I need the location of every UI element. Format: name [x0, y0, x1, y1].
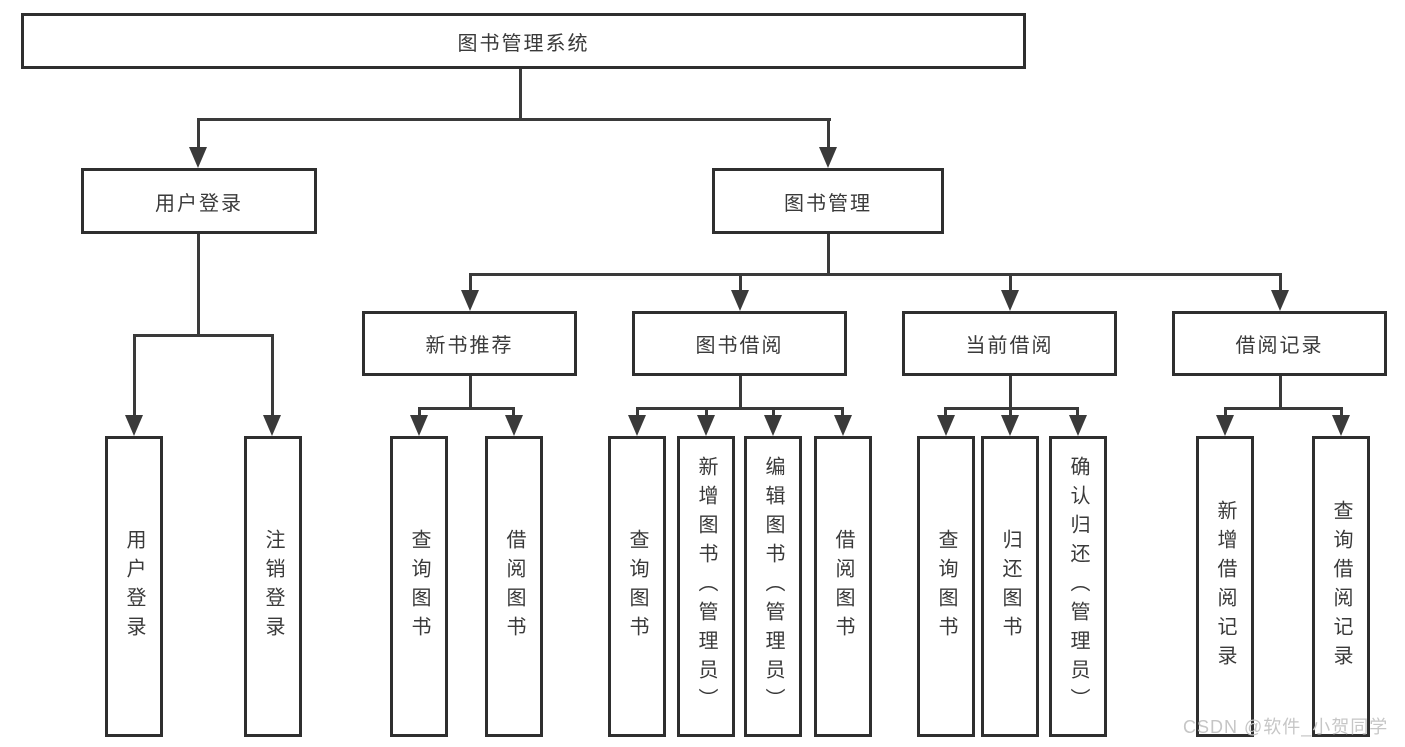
leaf-borrow-borrow-books-label: 借阅图书: [832, 528, 854, 645]
arrow-down-icon: [189, 147, 207, 168]
node-borrow-records-label: 借阅记录: [1235, 335, 1324, 357]
connector-section-horizontal: [1224, 407, 1342, 410]
node-root: 图书管理系统: [21, 13, 1026, 69]
connector-section-vertical: [1009, 376, 1012, 407]
leaf-user-login-label: 用户登录: [123, 528, 145, 645]
connector-level2-horizontal: [197, 118, 831, 121]
leaf-records-query-borrow-record: 查询借阅记录: [1312, 436, 1370, 737]
leaf-current-query-books: 查询图书: [917, 436, 975, 737]
node-borrow-records: 借阅记录: [1172, 311, 1387, 376]
leaf-records-add-borrow-record: 新增借阅记录: [1196, 436, 1254, 737]
node-user-login-label: 用户登录: [155, 192, 243, 215]
leaf-user-login: 用户登录: [105, 436, 163, 737]
leaf-newbook-borrow-books-label: 借阅图书: [503, 528, 525, 645]
connector-section-horizontal: [636, 407, 844, 410]
node-new-book-recommend-label: 新书推荐: [425, 335, 514, 357]
node-book-borrow: 图书借阅: [632, 311, 847, 376]
connector-stem-leaf: [418, 407, 421, 417]
arrow-down-icon: [263, 415, 281, 436]
arrow-down-icon: [1001, 415, 1019, 436]
connector-stem-leaf: [1076, 407, 1079, 417]
leaf-newbook-query-books-label: 查询图书: [408, 528, 430, 645]
connector-stem-section: [1009, 273, 1012, 292]
arrow-down-icon: [731, 290, 749, 311]
connector-stem-leaf: [133, 334, 136, 416]
arrow-down-icon: [628, 415, 646, 436]
connector-login-vertical: [197, 234, 200, 334]
leaf-borrow-edit-books-admin: 编辑图书（管理员）: [744, 436, 802, 737]
connector-stem-login: [197, 118, 200, 148]
csdn-watermark: CSDN @软件_小贺同学: [1183, 717, 1389, 737]
arrow-down-icon: [764, 415, 782, 436]
connector-stem-leaf: [944, 407, 947, 417]
leaf-borrow-edit-books-admin-label: 编辑图书（管理员）: [762, 456, 784, 717]
arrow-down-icon: [125, 415, 143, 436]
connector-section-horizontal: [418, 407, 515, 410]
arrow-down-icon: [461, 290, 479, 311]
connector-stem-management: [827, 118, 830, 148]
leaf-borrow-add-books-admin: 新增图书（管理员）: [677, 436, 735, 737]
connector-stem-leaf: [512, 407, 515, 417]
connector-stem-leaf: [271, 334, 274, 416]
connector-section-vertical: [469, 376, 472, 407]
connector-management-vertical: [827, 234, 830, 273]
arrow-down-icon: [505, 415, 523, 436]
connector-stem-section: [1279, 273, 1282, 292]
leaf-logout-label: 注销登录: [262, 528, 284, 645]
arrow-down-icon: [1216, 415, 1234, 436]
leaf-current-confirm-return-admin-label: 确认归还（管理员）: [1067, 456, 1089, 717]
connector-stem-leaf: [1009, 407, 1012, 417]
arrow-down-icon: [819, 147, 837, 168]
leaf-current-query-books-label: 查询图书: [935, 528, 957, 645]
connector-stem-leaf: [841, 407, 844, 417]
connector-stem-section: [739, 273, 742, 292]
leaf-logout: 注销登录: [244, 436, 302, 737]
leaf-borrow-query-books-label: 查询图书: [626, 528, 648, 645]
arrow-down-icon: [697, 415, 715, 436]
leaf-borrow-query-books: 查询图书: [608, 436, 666, 737]
connector-stem-leaf: [772, 407, 775, 417]
arrow-down-icon: [410, 415, 428, 436]
connector-stem-leaf: [1224, 407, 1227, 417]
leaf-borrow-add-books-admin-label: 新增图书（管理员）: [695, 456, 717, 717]
arrow-down-icon: [1332, 415, 1350, 436]
node-new-book-recommend: 新书推荐: [362, 311, 577, 376]
arrow-down-icon: [834, 415, 852, 436]
connector-stem-leaf: [636, 407, 639, 417]
connector-level3-horizontal: [469, 273, 1282, 276]
connector-root-vertical: [519, 69, 522, 118]
connector-login-horizontal: [133, 334, 274, 337]
node-current-borrow: 当前借阅: [902, 311, 1117, 376]
leaf-current-return-books-label: 归还图书: [999, 528, 1021, 645]
arrow-down-icon: [1069, 415, 1087, 436]
node-root-label: 图书管理系统: [457, 32, 590, 55]
arrow-down-icon: [1271, 290, 1289, 311]
leaf-current-return-books: 归还图书: [981, 436, 1039, 737]
leaf-records-add-borrow-record-label: 新增借阅记录: [1214, 499, 1236, 674]
node-book-borrow-label: 图书借阅: [695, 335, 784, 357]
leaf-borrow-borrow-books: 借阅图书: [814, 436, 872, 737]
arrow-down-icon: [937, 415, 955, 436]
connector-section-vertical: [739, 376, 742, 407]
arrow-down-icon: [1001, 290, 1019, 311]
leaf-records-query-borrow-record-label: 查询借阅记录: [1330, 499, 1352, 674]
node-current-borrow-label: 当前借阅: [965, 335, 1054, 357]
node-user-login: 用户登录: [81, 168, 317, 234]
node-book-management-label: 图书管理: [784, 192, 872, 215]
node-book-management: 图书管理: [712, 168, 944, 234]
connector-stem-leaf: [705, 407, 708, 417]
connector-stem-section: [469, 273, 472, 292]
leaf-current-confirm-return-admin: 确认归还（管理员）: [1049, 436, 1107, 737]
leaf-newbook-query-books: 查询图书: [390, 436, 448, 737]
connector-stem-leaf: [1340, 407, 1343, 417]
connector-section-vertical: [1279, 376, 1282, 407]
leaf-newbook-borrow-books: 借阅图书: [485, 436, 543, 737]
